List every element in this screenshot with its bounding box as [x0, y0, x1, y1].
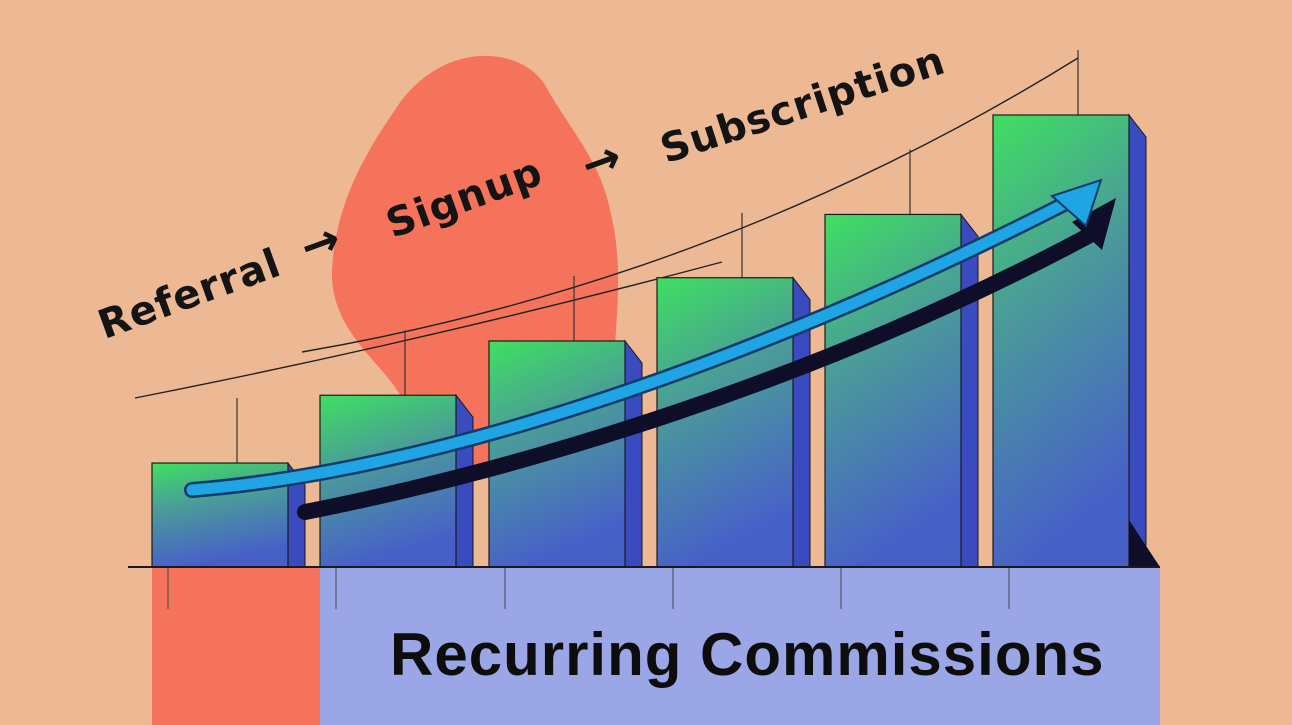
- curved-growth-arrow-head: [1050, 178, 1103, 228]
- curved-growth-arrow-body: [186, 194, 1078, 496]
- background-arc: [134, 261, 723, 399]
- trend-arrow-shadow: [297, 227, 1098, 520]
- trend-arrow-shadow-head: [1072, 198, 1116, 250]
- bar-4: [656, 277, 794, 568]
- bar-side: [1128, 113, 1147, 568]
- bar-6: [992, 114, 1130, 568]
- background-arc: [301, 57, 1079, 353]
- commission-band: [320, 567, 1160, 725]
- bar-side: [624, 339, 643, 568]
- referral-block: [152, 567, 320, 725]
- caption-recurring-commissions: Recurring Commissions: [390, 621, 1105, 688]
- bar-shadow-wedge: [1129, 520, 1160, 567]
- bar-side: [960, 212, 979, 568]
